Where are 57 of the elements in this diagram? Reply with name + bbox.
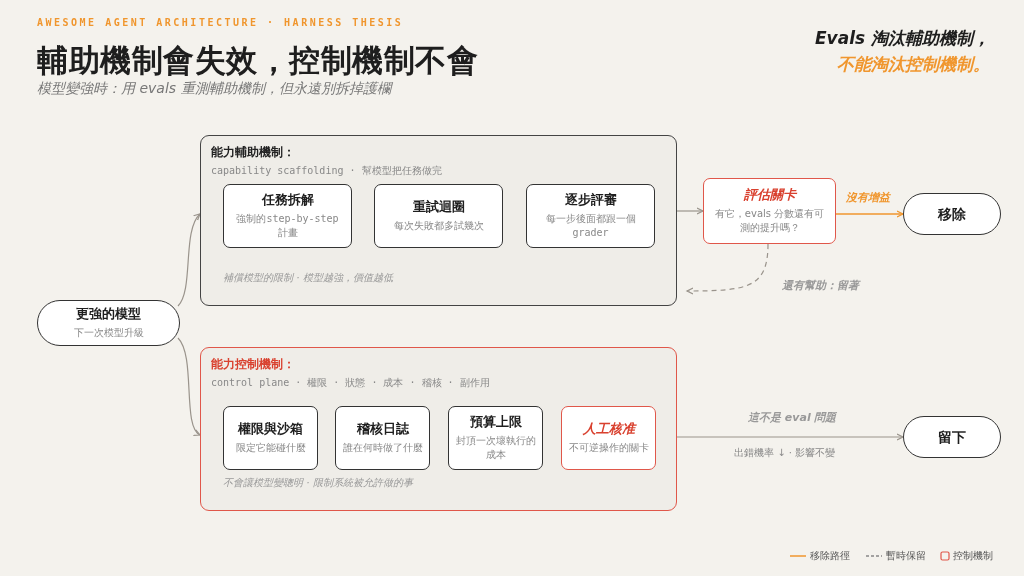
process-box	[223, 406, 318, 470]
node-title: 移除	[938, 204, 966, 224]
title: 輔助機制會失效，控制機制不會	[37, 41, 478, 80]
group-panel	[200, 135, 677, 306]
node-description: 下一次模型升級	[73, 325, 144, 340]
group-note: 不會讓模型變聰明 · 限制系統被允許做的事	[223, 476, 413, 490]
process-box	[448, 406, 543, 470]
group-panel	[200, 347, 677, 511]
legend-label: 暫時保留	[886, 549, 926, 563]
node-title: 評估關卡	[743, 187, 796, 204]
node-description: 不可逆操作的關卡	[568, 440, 649, 455]
edge-label: 這不是 eval 問題	[748, 410, 837, 425]
subtitle: 模型變強時：用 evals 重測輔助機制，但永遠別拆掉護欄	[37, 80, 391, 98]
arrow	[676, 433, 904, 441]
process-box	[526, 184, 655, 248]
terminal-pill	[903, 193, 1001, 235]
legend-label: 控制機制	[953, 549, 993, 563]
edge-label: 還有幫助：留著	[782, 278, 859, 293]
header-text: AWESOME AGENT ARCHITECTURE · HARNESS THESIS	[37, 17, 404, 28]
edge-label: 沒有增益	[846, 190, 890, 205]
node-title: 權限與沙箱	[238, 421, 303, 438]
node-description: 強制的step-by-step 計畫	[235, 211, 340, 240]
edge-note: 出錯機率 ↓ · 影響不變	[734, 446, 836, 460]
group-heading: 能力輔助機制：	[211, 144, 295, 161]
node-title: 留下	[938, 427, 966, 447]
arrow	[835, 210, 904, 218]
node-title: 稽核日誌	[356, 421, 409, 438]
terminal-pill	[37, 300, 180, 346]
callout-text: Evals 淘汰輔助機制，	[813, 27, 990, 50]
node-title: 任務拆解	[261, 192, 314, 209]
process-box	[561, 406, 656, 470]
node-title: 預算上限	[469, 414, 522, 431]
process-box	[374, 184, 503, 248]
node-description: 封頂一次壞執行的成本	[454, 433, 537, 462]
process-box	[335, 406, 430, 470]
callout-text: 不能淘汰控制機制。	[836, 53, 990, 76]
process-box	[223, 184, 352, 248]
node-description: 每次失敗都多試幾次	[393, 218, 484, 233]
arrow	[177, 213, 201, 307]
legend-label: 移除路徑	[810, 549, 850, 563]
node-title: 重試迴圈	[412, 199, 465, 216]
group-note: 補償模型的限制 · 模型越強，價值越低	[223, 271, 393, 285]
arrow	[676, 207, 704, 215]
node-title: 逐步評審	[564, 192, 617, 209]
node-description: 有它，evals 分數還有可測的提升嗎？	[713, 206, 826, 235]
node-title: 人工核准	[582, 421, 635, 438]
node-description: 每一步後面都跟一個 grader	[544, 211, 637, 240]
group-subtitle: control plane · 權限 · 狀態 · 成本 · 稽核 · 副作用	[211, 376, 490, 390]
arrow	[177, 337, 201, 436]
node-title: 更強的模型	[76, 306, 141, 323]
process-box	[703, 178, 836, 244]
node-description: 誰在何時做了什麼	[342, 440, 423, 455]
group-heading: 能力控制機制：	[211, 356, 295, 373]
arrow	[686, 243, 769, 295]
node-description: 限定它能碰什麼	[235, 440, 306, 455]
group-subtitle: capability scaffolding · 幫模型把任務做完	[211, 164, 442, 178]
terminal-pill	[903, 416, 1001, 458]
